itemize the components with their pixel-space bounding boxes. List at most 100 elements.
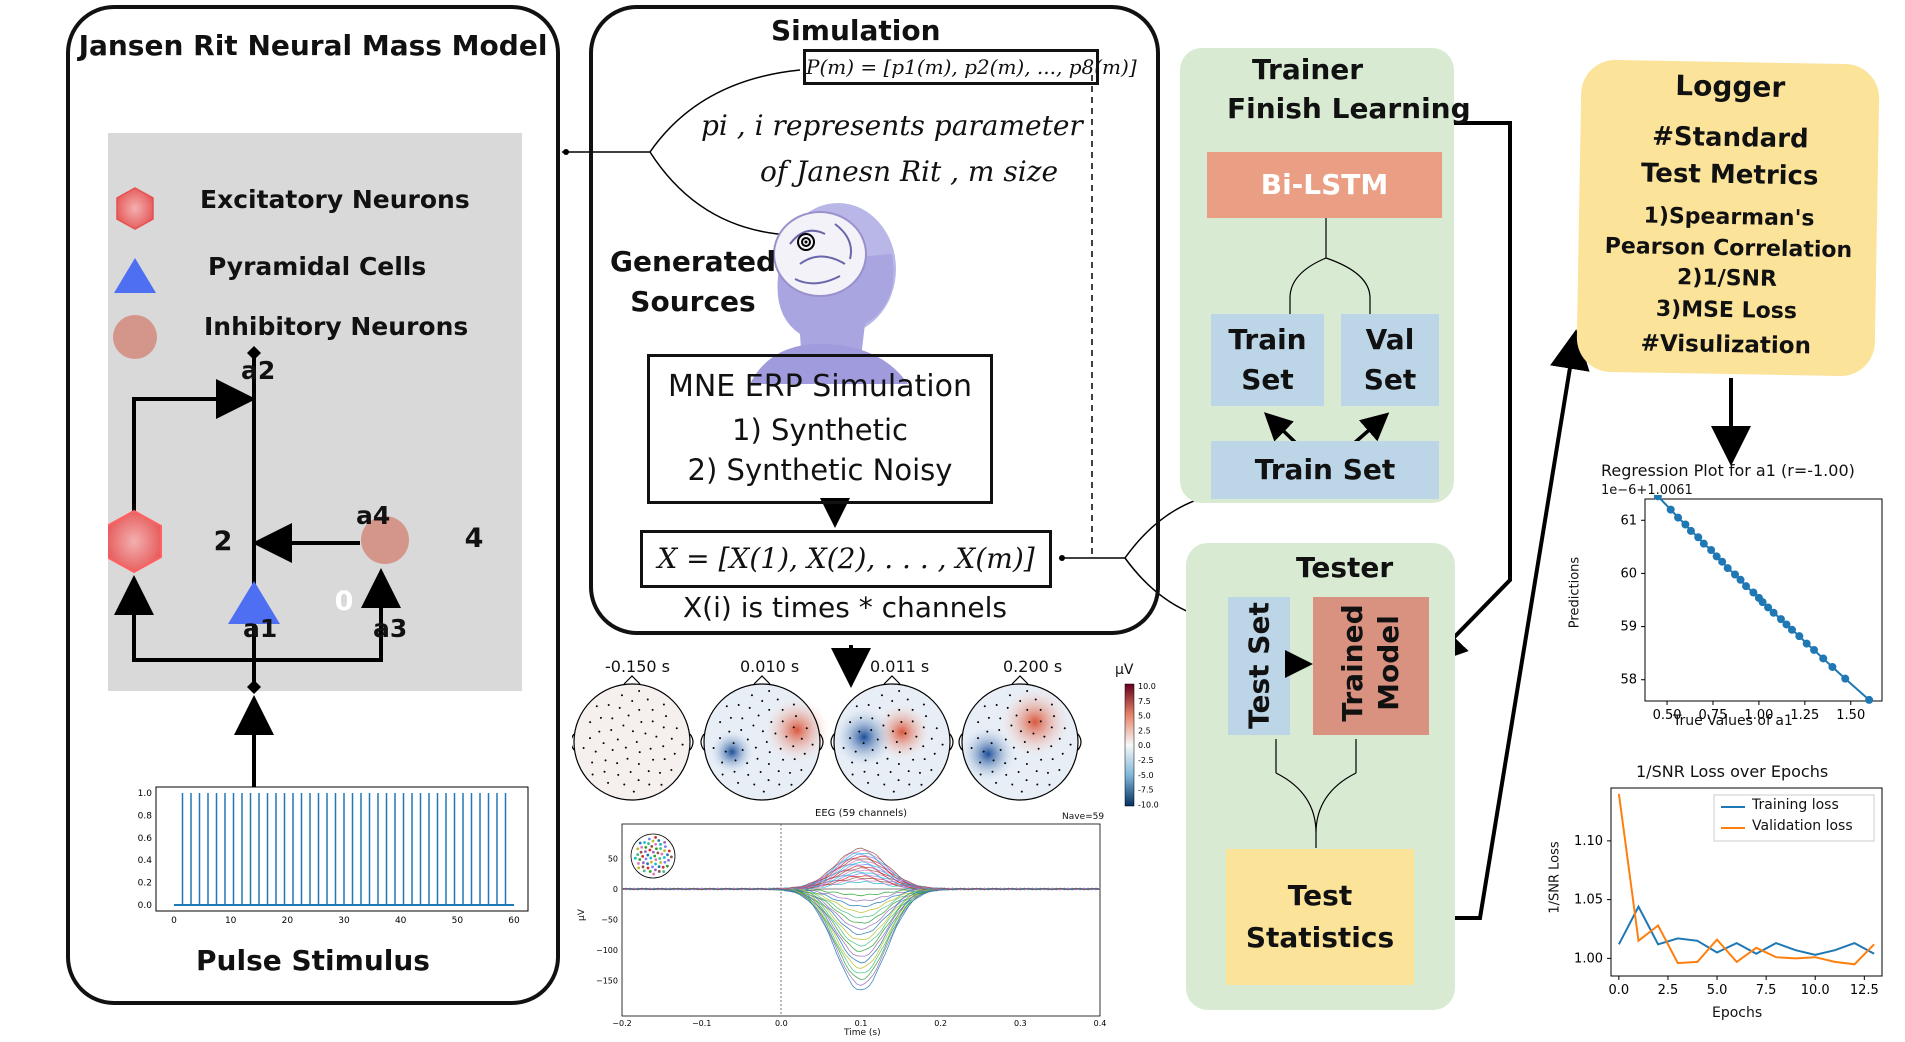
sensor-dot — [1012, 746, 1015, 749]
sensor-dot — [623, 783, 626, 786]
sensor-dot — [904, 732, 907, 735]
sensor-dot — [598, 730, 601, 733]
topomap-outline — [573, 683, 691, 801]
bilstm-branch — [1289, 218, 1371, 314]
sensor-dot — [1017, 770, 1020, 773]
sensor-dot — [670, 737, 673, 740]
legend-inhibitory-label: Inhibitory Neurons — [204, 312, 469, 341]
sensor-dot — [670, 768, 673, 771]
eeg-ytick-label: −50 — [601, 916, 618, 925]
eeg-sensor — [652, 872, 656, 876]
x-formula: X = [X(1), X(2), . . . , X(m)] — [640, 530, 1052, 588]
eeg-sensor — [663, 849, 666, 853]
sensor-dot — [909, 747, 912, 750]
sensor-dot — [897, 762, 900, 765]
sensor-dot — [811, 743, 814, 746]
sensor-dot — [892, 790, 895, 793]
sensor-dot — [878, 706, 881, 709]
logger-panel: Logger #Standard Test Metrics 1)Spearman… — [1576, 59, 1880, 377]
simulation-panel: Simulation P(m) = [p1(m), p2(m), ..., p8… — [589, 5, 1160, 635]
sensor-dot — [660, 783, 663, 786]
sensor-dot — [622, 724, 625, 727]
sim-branch-down — [649, 151, 791, 236]
loss-xtick-label: 10.0 — [1801, 983, 1830, 998]
loss-title: 1/SNR Loss over Epochs — [1636, 762, 1829, 781]
sensor-dot — [595, 705, 598, 708]
loss-legend-validation: Validation loss — [1752, 818, 1853, 834]
pulse-ytick-label: 0.4 — [138, 856, 153, 866]
sensor-dot — [768, 689, 771, 692]
sensor-dot — [867, 703, 870, 706]
sensor-dot — [589, 721, 592, 724]
eeg-sensor — [641, 861, 645, 865]
sensor-dot — [649, 747, 652, 750]
eeg-trace — [621, 887, 1101, 986]
sensor-dot — [859, 716, 862, 719]
colorbar-tick-label: 7.5 — [1138, 697, 1151, 706]
regression-point — [1819, 654, 1828, 663]
sensor-dot — [673, 752, 676, 755]
sensor-dot — [767, 779, 770, 782]
eeg-sensor — [644, 846, 648, 849]
sensor-dot — [923, 758, 926, 761]
sensor-dot — [792, 745, 795, 748]
sensor-dot — [918, 771, 921, 774]
sensor-dot — [663, 758, 666, 761]
colorbar-tick-label: 0.0 — [1138, 741, 1151, 750]
colorbar-tick-label: -2.5 — [1138, 756, 1154, 765]
edge-a4-label: a4 — [356, 501, 391, 530]
eeg-sensor — [638, 858, 642, 861]
sensor-dot — [1050, 745, 1053, 748]
sensor-dot — [724, 750, 727, 753]
sensor-dot — [805, 727, 808, 730]
sensor-dot — [941, 743, 944, 746]
sensor-dot — [842, 747, 845, 750]
regression-point — [1764, 603, 1773, 612]
sensor-dot — [617, 773, 620, 776]
sensor-dot — [1053, 715, 1056, 718]
sensor-dot — [1010, 724, 1013, 727]
sensor-dot — [995, 781, 998, 784]
sensor-dot — [662, 726, 665, 729]
sensor-dot — [1058, 737, 1061, 740]
eeg-sensor — [650, 844, 654, 848]
sensor-dot — [681, 743, 684, 746]
eeg-sensor — [656, 851, 660, 855]
tester-panel: Tester Test Set Trained Model Test Stati… — [1186, 543, 1455, 1010]
excitatory-node — [108, 509, 162, 574]
regression-point — [1694, 533, 1703, 542]
eeg-sensor — [653, 854, 657, 858]
eeg-sensor — [644, 857, 648, 861]
eeg-sensor — [661, 865, 665, 869]
train-set-box: Train Set — [1211, 314, 1324, 406]
sensor-dot — [1004, 738, 1007, 741]
loss-legend-training: Training loss — [1752, 797, 1839, 813]
sensor-dot — [920, 783, 923, 786]
eeg-sensor — [644, 850, 647, 854]
sensor-dot — [741, 717, 744, 720]
eeg-sensor — [667, 849, 671, 853]
sensor-dot — [637, 779, 640, 782]
pulse-ytick-label: 0.8 — [138, 811, 153, 821]
regression-xtick-label: 1.50 — [1836, 708, 1865, 723]
sensor-dot — [1035, 770, 1038, 773]
sensor-dot — [640, 721, 643, 724]
param-desc-line2: of Janesn Rit , m size — [760, 155, 1059, 188]
param-desc-line1: pi , i represents parameter — [701, 109, 1083, 142]
sensor-dot — [915, 735, 918, 738]
eeg-xtick-label: −0.2 — [612, 1019, 631, 1028]
loss-legend — [1713, 794, 1875, 842]
sensor-dot — [1050, 726, 1053, 729]
eeg-sensor — [646, 853, 650, 857]
eeg-sensor — [642, 869, 646, 873]
legend-pyramidal-label: Pyramidal Cells — [208, 252, 427, 281]
sensor-dot — [911, 720, 914, 723]
pulse-xtick-label: 20 — [282, 916, 294, 926]
sensor-dot — [725, 705, 728, 708]
sensor-dot — [631, 699, 634, 702]
topomap-blob — [960, 726, 1016, 782]
eeg-sensor — [651, 850, 655, 854]
sensor-dot — [883, 783, 886, 786]
eeg-sensor — [646, 862, 649, 866]
sensor-dot — [979, 761, 982, 764]
